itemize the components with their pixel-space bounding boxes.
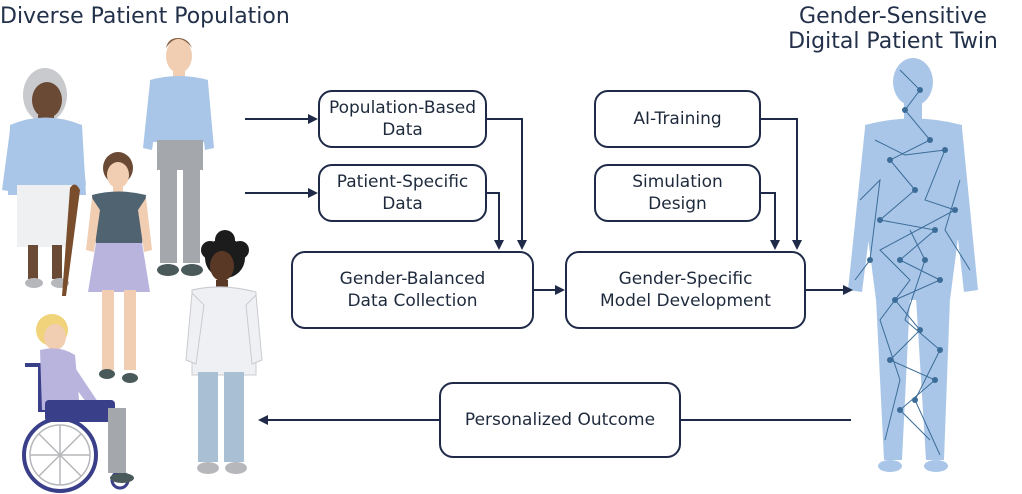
ai-training-box: AI-Training: [594, 90, 761, 148]
woman-in-wheelchair-icon: [22, 314, 134, 493]
arrow-patient-to-collection: [487, 192, 504, 250]
patient-specific-data-box: Patient-Specific Data: [318, 164, 487, 222]
young-woman-icon: [86, 152, 152, 383]
population-based-data-box: Population-Based Data: [318, 90, 487, 148]
digital-twin-title: Gender-Sensitive Digital Patient Twin: [788, 4, 998, 54]
simulation-design-box: Simulation Design: [594, 164, 761, 222]
young-man-icon: [143, 38, 214, 276]
elderly-woman-with-cane-icon: [2, 68, 86, 296]
gender-balanced-data-collection-box: Gender-Balanced Data Collection: [291, 251, 534, 329]
arrow-population-to-collection: [487, 118, 527, 250]
gender-specific-model-development-box: Gender-Specific Model Development: [565, 251, 806, 329]
digital-twin-body-network-icon: [848, 58, 978, 472]
personalized-outcome-box: Personalized Outcome: [439, 382, 681, 458]
arrow-ai-to-model: [761, 118, 802, 250]
arrow-simulation-to-model: [761, 192, 780, 250]
population-title: Diverse Patient Population: [0, 4, 290, 29]
curly-haired-woman-icon: [185, 230, 263, 474]
patient-population-illustration: [2, 38, 263, 493]
